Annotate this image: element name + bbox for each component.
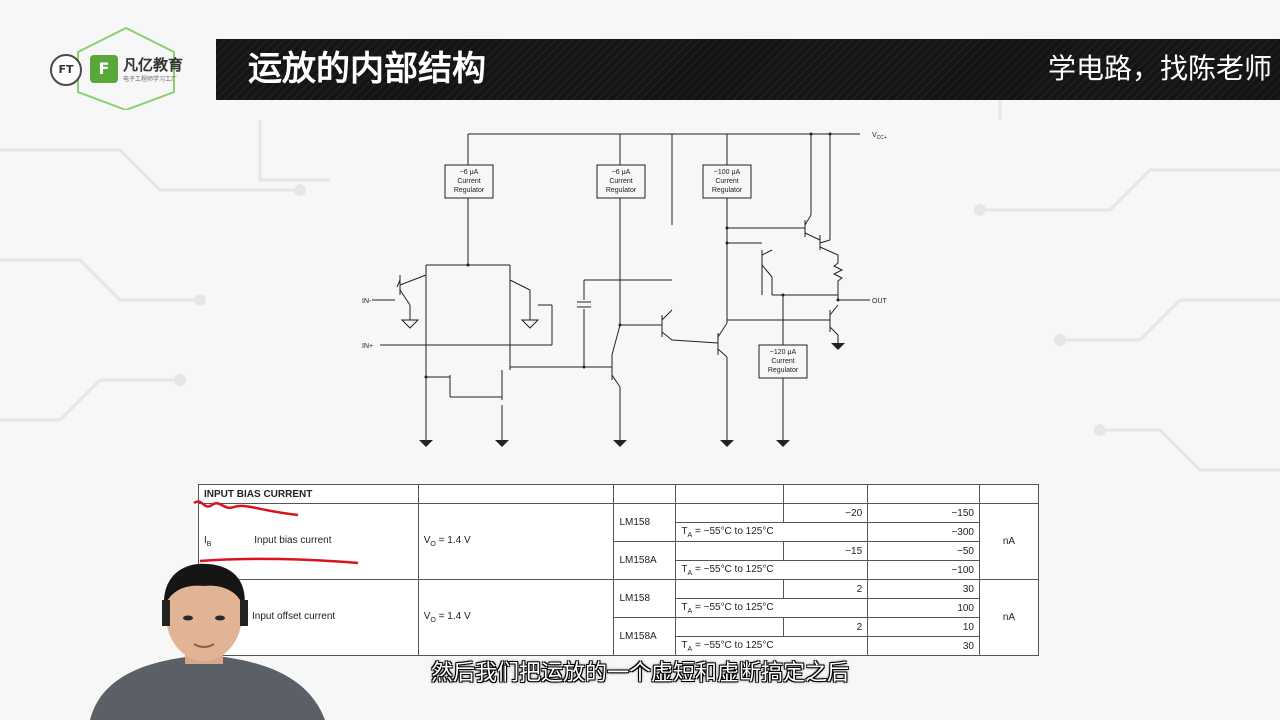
svg-text:~120 μA: ~120 μA	[770, 349, 797, 356]
typ-cell: −20	[783, 503, 869, 523]
temp-condition-cell: TA = −55°C to 125°C	[675, 522, 869, 542]
presenter-video	[90, 563, 325, 720]
device-cell: LM158	[613, 503, 677, 542]
svg-text:Regulator: Regulator	[768, 367, 799, 374]
svg-text:~6 μA: ~6 μA	[460, 169, 479, 176]
condition-cell: VO = 1.4 V	[417, 503, 615, 580]
table-header-row: INPUT BIAS CURRENT	[198, 484, 1039, 504]
section-header: INPUT BIAS CURRENT	[198, 484, 419, 504]
max-cell: −100	[867, 560, 980, 580]
in-plus-label: IN+	[362, 343, 373, 350]
device-cell: LM158A	[613, 541, 677, 580]
max-cell: 100	[867, 598, 980, 618]
brand-tagline: 电子工程师学习工厂	[123, 76, 178, 83]
table-row: IB Input bias current VO = 1.4 V LM158 −…	[198, 503, 1039, 580]
table-row: LM158A −15 −50	[199, 541, 1039, 580]
svg-text:~100 μA: ~100 μA	[714, 169, 741, 176]
svg-text:Current: Current	[457, 178, 480, 185]
badge-icon: FT	[50, 54, 82, 86]
max-cell: 30	[867, 636, 980, 656]
page-title: 运放的内部结构	[248, 49, 486, 89]
svg-text:Regulator: Regulator	[606, 187, 637, 194]
slogan: 学电路，找陈老师	[1047, 52, 1272, 85]
device-cell: LM158	[613, 579, 677, 618]
max-cell: −150	[867, 503, 980, 523]
svg-text:Current: Current	[771, 358, 794, 365]
out-label: OUT	[872, 298, 888, 305]
max-cell: 30	[867, 579, 980, 599]
title-bar: 运放的内部结构 学电路，找陈老师	[216, 39, 1280, 100]
unit-cell: nA	[979, 579, 1039, 656]
hexagon-outline-icon	[77, 26, 175, 110]
unit-cell: nA	[979, 503, 1039, 580]
temp-condition-cell: TA = −55°C to 125°C	[675, 560, 869, 580]
max-cell: −300	[867, 522, 980, 542]
device-cell: LM158A	[613, 617, 677, 656]
brand-name: 凡亿教育	[123, 56, 184, 74]
typ-cell: 2	[783, 579, 869, 599]
brand-logo: FT F 凡亿教育 电子工程师学习工厂	[48, 26, 198, 110]
temp-condition-cell: TA = −55°C to 125°C	[675, 636, 869, 656]
typ-cell: −15	[783, 541, 869, 561]
vcc-label: VCC+	[872, 132, 887, 141]
brand-mark-icon: F	[90, 55, 118, 83]
svg-text:Regulator: Regulator	[454, 187, 485, 194]
spec-table: INPUT BIAS CURRENT IB Input bias current…	[198, 484, 1039, 656]
max-cell: −50	[867, 541, 980, 561]
max-cell: 10	[867, 617, 980, 637]
svg-text:Regulator: Regulator	[712, 187, 743, 194]
svg-text:Current: Current	[715, 178, 738, 185]
table-row: TA = −55°C to 125°C 30	[199, 636, 1039, 656]
op-amp-schematic: VCC+ IN- IN+ OUT ~6 μA Current Regulator…	[362, 132, 888, 447]
temp-condition-cell: TA = −55°C to 125°C	[675, 598, 869, 618]
in-minus-label: IN-	[362, 298, 372, 305]
condition-cell: VO = 1.4 V	[417, 579, 615, 656]
svg-text:~6 μA: ~6 μA	[612, 169, 631, 176]
svg-text:Current: Current	[609, 178, 632, 185]
table-row: TA = −55°C to 125°C −100	[199, 560, 1039, 580]
table-row: LM158A 2 10	[199, 617, 1039, 656]
regulator-label: ~6 μA Current Regulator ~6 μA Current Re…	[454, 169, 799, 374]
typ-cell: 2	[783, 617, 869, 637]
video-subtitle: 然后我们把运放的一个虚短和虚断搞定之后	[430, 661, 849, 686]
